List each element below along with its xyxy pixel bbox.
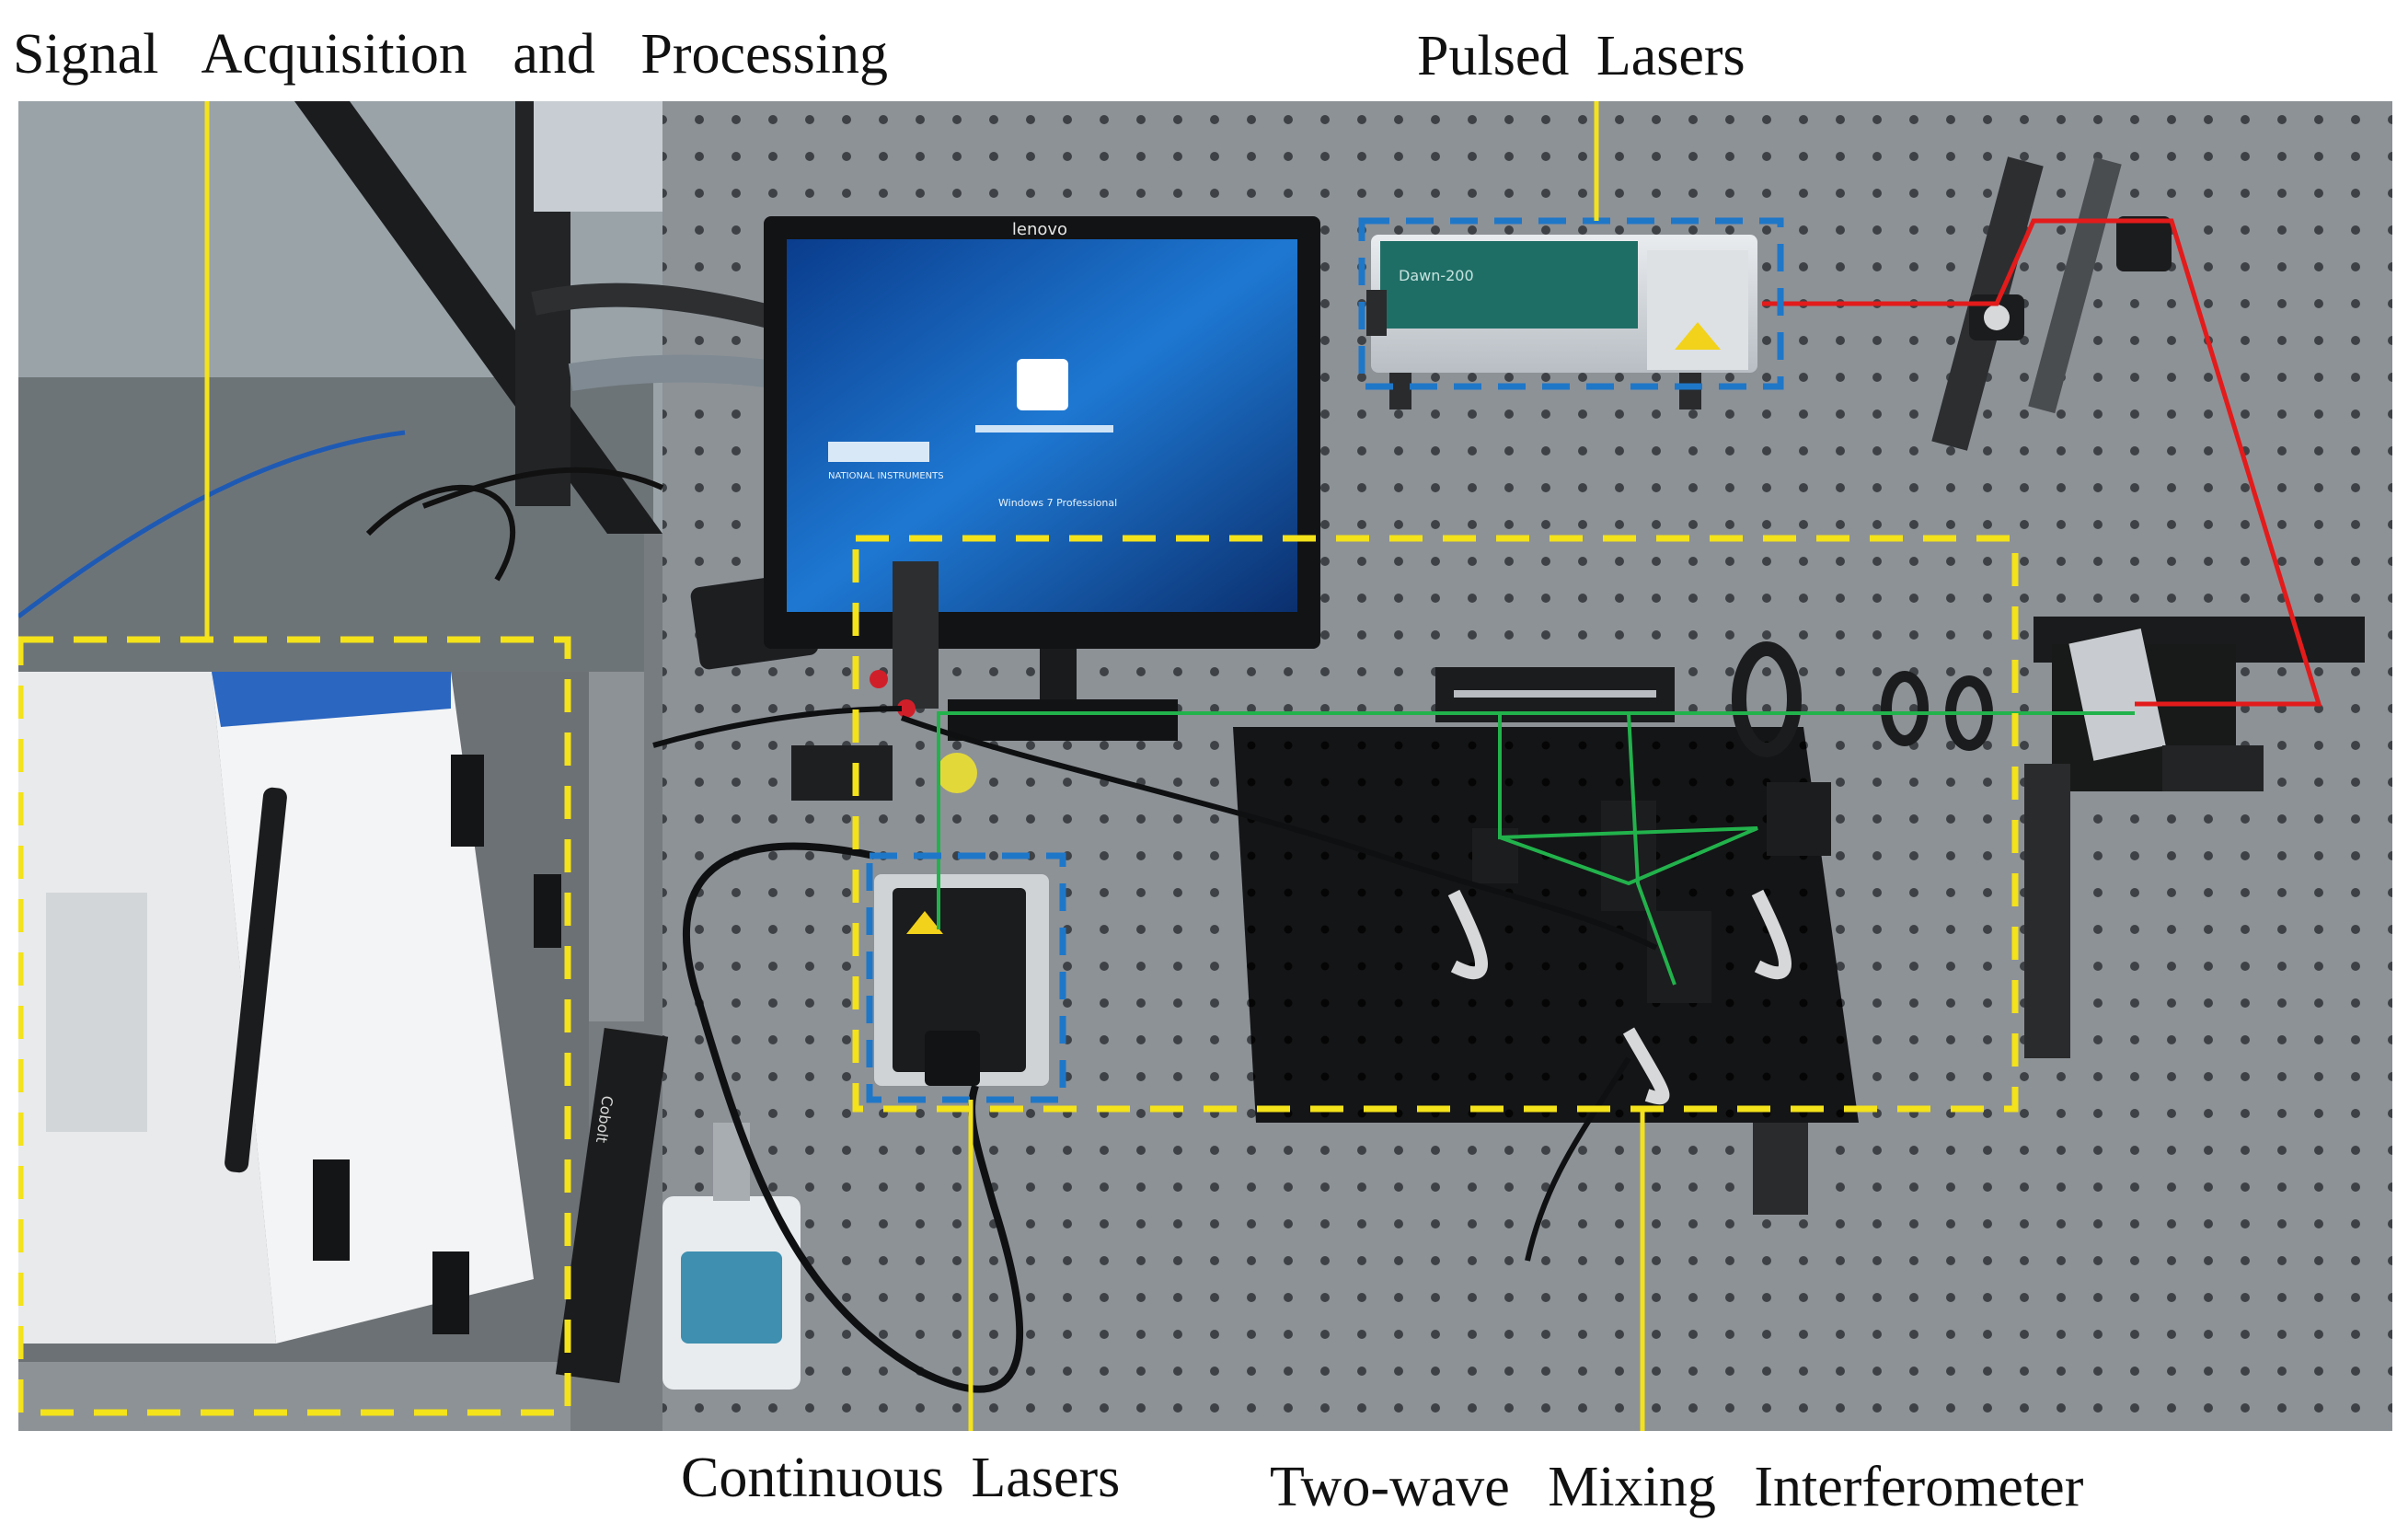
chassis-foot bbox=[451, 755, 484, 847]
rack-unit bbox=[534, 101, 662, 212]
label-signal-acquisition: Signal Acquisition and Processing bbox=[13, 23, 889, 86]
probe-beam-split bbox=[1498, 713, 1758, 886]
chassis-top-edge bbox=[212, 672, 451, 727]
breadboard-holes bbox=[1233, 727, 1859, 1123]
label-pulsed-lasers: Pulsed Lasers bbox=[1417, 25, 1746, 87]
box-two-wave-mixing bbox=[852, 535, 2019, 1113]
chassis-vent bbox=[46, 893, 147, 1132]
laser-model-text: Dawn-200 bbox=[1399, 267, 1474, 284]
box-signal-acquisition bbox=[18, 636, 571, 1416]
monitor-brand-logo: lenovo bbox=[1012, 220, 1067, 239]
probe-beam-split bbox=[1627, 712, 1676, 986]
pulsed-laser-head: Dawn-200 bbox=[1366, 235, 1757, 409]
steering-mirrors bbox=[791, 561, 977, 801]
breadboard-post bbox=[1753, 1123, 1808, 1215]
fiber-cable bbox=[682, 842, 1024, 1393]
chassis-foot bbox=[313, 1159, 350, 1261]
cable bbox=[18, 430, 406, 619]
pulsed-beam-path bbox=[1762, 218, 2322, 707]
label-two-wave-mixing: Two-wave Mixing Interferometer bbox=[1270, 1456, 2084, 1518]
hose bbox=[531, 283, 777, 329]
chassis-foot bbox=[534, 874, 561, 948]
lab-setup-photo: lenovo NATIONAL INSTRUMENTS Windows 7 Pr… bbox=[18, 101, 2392, 1431]
box-continuous-laser bbox=[866, 852, 1066, 1103]
lab-scene: lenovo NATIONAL INSTRUMENTS Windows 7 Pr… bbox=[18, 101, 2392, 1431]
windows-logo-text: Windows 7 Professional bbox=[998, 497, 1117, 509]
cable bbox=[421, 467, 664, 509]
right-mount bbox=[2024, 617, 2365, 1058]
signal-cable bbox=[1525, 1056, 1631, 1262]
ni-logo-text: NATIONAL INSTRUMENTS bbox=[828, 471, 944, 481]
bnc-cable bbox=[652, 706, 903, 748]
signal-cable bbox=[900, 715, 1658, 951]
cw-laser-head bbox=[874, 874, 1049, 1086]
cable bbox=[365, 484, 516, 582]
hose bbox=[568, 354, 794, 391]
chassis-foot bbox=[432, 1251, 469, 1334]
box-pulsed-laser bbox=[1358, 217, 1784, 390]
chassis-handle bbox=[225, 787, 287, 1173]
label-continuous-lasers: Continuous Lasers bbox=[681, 1447, 1121, 1509]
